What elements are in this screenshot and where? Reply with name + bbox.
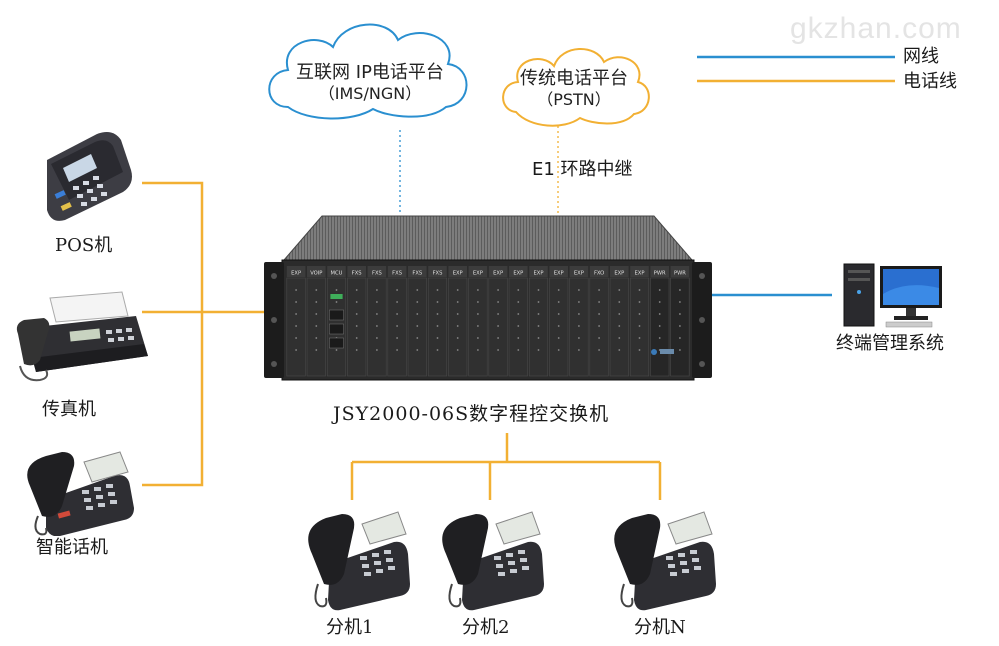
switch-slot-fxo: FXO: [589, 266, 609, 377]
switch-slot-exp: EXP: [508, 266, 528, 377]
left-bus: [142, 181, 264, 487]
pos-label: POS机: [55, 235, 113, 256]
extension-1-phone-icon: [308, 511, 410, 611]
switch-slot-fxs: FXS: [367, 266, 387, 377]
smart-phone-icon: [27, 451, 134, 536]
extension-n-label: 分机N: [634, 617, 686, 638]
svg-text:MCU: MCU: [331, 271, 343, 277]
svg-text:FXO: FXO: [594, 271, 604, 277]
switch-slot-fxs: FXS: [387, 266, 407, 377]
svg-text:EXP: EXP: [614, 271, 624, 277]
svg-text:EXP: EXP: [493, 271, 503, 277]
svg-text:EXP: EXP: [513, 271, 523, 277]
pstn-cloud-line1: 传统电话平台: [520, 68, 628, 89]
switch-slot-exp: EXP: [448, 266, 468, 377]
switch-slot-pwr: PWR: [650, 266, 670, 377]
extension-1-label: 分机1: [326, 617, 374, 638]
svg-text:EXP: EXP: [291, 271, 301, 277]
trunk-label: E1 环路中继: [532, 159, 633, 180]
switch-slot-pwr: PWR: [670, 266, 690, 377]
fax-machine-icon: [16, 291, 148, 382]
extension-2-label: 分机2: [462, 617, 510, 638]
svg-text:PWR: PWR: [654, 271, 666, 277]
switch-slot-exp: EXP: [286, 266, 306, 377]
svg-text:EXP: EXP: [473, 271, 483, 277]
svg-text:VOIP: VOIP: [310, 271, 322, 277]
switch-icon: EXP VOIP MCU FXS FXS FXS FXS FXS EXP EXP EXP EXP EXP…: [264, 215, 712, 381]
switch-slot-exp: EXP: [569, 266, 589, 377]
svg-text:FXS: FXS: [372, 271, 382, 277]
switch-slot-exp: EXP: [549, 266, 569, 377]
extension-2-phone-icon: [442, 511, 544, 611]
switch-slot-mcu: MCU: [326, 266, 347, 377]
svg-text:EXP: EXP: [453, 271, 463, 277]
fax-label: 传真机: [42, 399, 96, 420]
extension-tree: [350, 433, 662, 500]
svg-text:FXS: FXS: [352, 271, 362, 277]
pstn-cloud-line2: （PSTN）: [537, 90, 611, 109]
svg-text:EXP: EXP: [534, 271, 544, 277]
computer-icon: [843, 263, 942, 328]
switch-slot-fxs: FXS: [347, 266, 367, 377]
pstn-cloud-label: 传统电话平台 （PSTN）: [500, 68, 648, 110]
watermark: gkzhan.com: [790, 12, 962, 45]
svg-text:FXS: FXS: [412, 271, 422, 277]
ip-cloud-icon: [268, 23, 468, 120]
svg-text:EXP: EXP: [554, 271, 564, 277]
legend-phone-label: 电话线: [903, 71, 957, 92]
extension-n-phone-icon: [614, 511, 716, 611]
switch-slot-fxs: FXS: [427, 266, 448, 377]
smart-phone-label: 智能话机: [36, 537, 108, 558]
svg-text:FXS: FXS: [392, 271, 402, 277]
svg-text:EXP: EXP: [574, 271, 584, 277]
switch-slot-exp: EXP: [468, 266, 488, 377]
switch-slot-fxs: FXS: [407, 266, 427, 377]
svg-text:EXP: EXP: [635, 271, 645, 277]
legend-network-label: 网线: [903, 46, 939, 67]
pos-terminal-icon: [47, 132, 132, 221]
svg-text:FXS: FXS: [433, 271, 443, 277]
switch-label: JSY2000-06S数字程控交换机: [333, 403, 610, 425]
svg-text:PWR: PWR: [674, 271, 686, 277]
switch-slot-exp: EXP: [629, 266, 650, 377]
switch-slot-exp: EXP: [609, 266, 629, 377]
ip-cloud-line2: （IMS/NGN）: [318, 84, 422, 103]
ip-cloud-line1: 互联网 IP电话平台: [296, 62, 444, 83]
switch-slot-voip: VOIP: [306, 266, 326, 377]
switch-slot-exp: EXP: [528, 266, 549, 377]
ip-cloud-label: 互联网 IP电话平台 （IMS/NGN）: [272, 62, 468, 104]
management-label: 终端管理系统: [836, 333, 944, 354]
pstn-cloud-icon: [502, 48, 650, 127]
switch-slot-exp: EXP: [488, 266, 508, 377]
